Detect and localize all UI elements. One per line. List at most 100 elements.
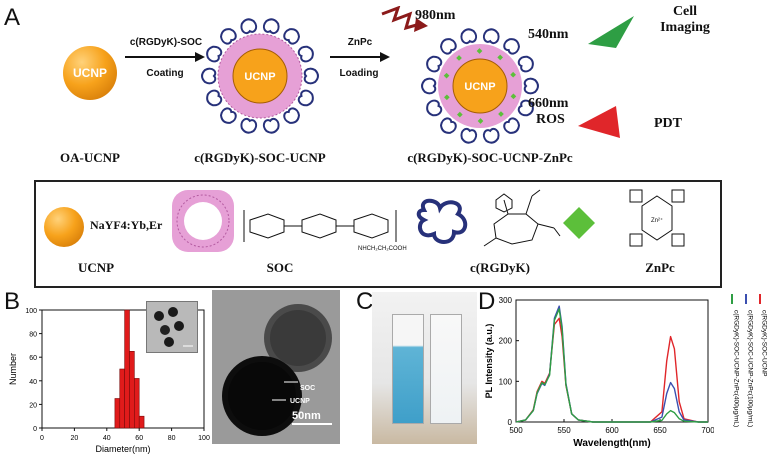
y-tick-label: 80 — [29, 332, 37, 339]
x-tick-label: 80 — [168, 435, 176, 442]
histogram-ylabel: Number — [8, 353, 18, 385]
soc-ucnp-znpc-name: c(RGDyK)-SOC-UCNP-ZnPc — [407, 150, 573, 165]
step1-arrow-icon — [125, 52, 205, 62]
histogram-bar — [134, 378, 140, 429]
histogram-bar — [129, 350, 135, 429]
x-tick-label: 500 — [509, 426, 523, 435]
ligand-loop-icon — [482, 28, 500, 45]
step2-reagent: ZnPc — [347, 37, 373, 48]
clear-cuvette — [430, 314, 462, 424]
ligand-loop-icon — [503, 38, 520, 55]
green-emission-icon — [588, 16, 634, 48]
ros-label: ROS — [536, 112, 565, 127]
y-tick-label: 60 — [29, 355, 37, 362]
cuvette-photo — [372, 292, 477, 444]
histogram-bar — [114, 398, 121, 429]
x-tick-label: 600 — [605, 426, 619, 435]
y-tick-label: 40 — [29, 379, 37, 386]
pl-series-line — [515, 317, 708, 423]
ligand-loop-icon — [297, 89, 314, 107]
histogram-xlabel: Diameter(nm) — [95, 444, 150, 454]
tem-particles — [212, 290, 340, 444]
ligand-loop-icon — [283, 28, 300, 45]
legend-znpc-name: ZnPc — [645, 260, 675, 275]
tem-inset-image — [146, 301, 198, 353]
ligand-loop-icon — [440, 38, 457, 55]
pdt-label: PDT — [654, 116, 682, 131]
emission-660-label: 660nm — [528, 96, 569, 111]
legend-label: c(RGDyK)-SOC-UCNP-ZnPc(400μg/mL) — [733, 310, 740, 427]
tem-image — [212, 290, 340, 444]
y-tick-label: 20 — [29, 402, 37, 409]
panel-label-b: B — [4, 288, 21, 315]
ligand-loop-icon — [240, 18, 258, 35]
pl-legend: c(RGDyK)-SOC-UCNPc(RGDyK)-SOC-UCNP-ZnPc(… — [731, 294, 768, 427]
histogram-bar — [138, 415, 145, 429]
ligand-loop-icon — [440, 117, 457, 134]
step2-arrow-icon — [330, 52, 390, 62]
ligand-loop-icon — [517, 99, 534, 117]
tem-scale-bar-label: 50nm — [292, 410, 321, 422]
component-legend-box — [34, 180, 722, 288]
x-tick-label: 60 — [135, 435, 143, 442]
ligand-loop-icon — [220, 28, 237, 45]
ligand-loop-icon — [262, 117, 280, 134]
ligand-loop-icon — [482, 127, 500, 144]
znpc-structure-icon: Zn²⁺ — [629, 189, 685, 247]
ligand-loop-icon — [220, 107, 237, 124]
histogram-bar — [124, 309, 130, 429]
emission-540-label: 540nm — [528, 27, 569, 42]
y-tick-label: 100 — [25, 308, 37, 315]
pl-series-line — [515, 308, 708, 423]
panel-label-a: A — [4, 4, 21, 31]
legend-soc-name: SOC — [266, 260, 294, 275]
oa-ucnp-particle: UCNP — [63, 46, 117, 100]
blue-cuvette — [392, 314, 424, 424]
panel-label-c: C — [356, 288, 374, 315]
ligand-loop-icon — [283, 107, 300, 124]
histogram-bar — [119, 368, 125, 429]
soc-group-label: NHCH₂CH₂COOH — [358, 246, 407, 252]
y-tick-label: 0 — [33, 426, 37, 433]
x-tick-label: 550 — [557, 426, 571, 435]
ligand-loop-icon — [297, 45, 314, 63]
ligand-loop-icon — [206, 45, 223, 63]
ligand-loop-icon — [460, 127, 478, 144]
y-tick-label: 0 — [508, 418, 513, 427]
zn-label: Zn²⁺ — [651, 217, 663, 224]
ligand-loop-icon — [460, 28, 478, 45]
rgdyk-loop-icon — [416, 198, 468, 244]
red-emission-icon — [578, 106, 620, 138]
core-label: UCNP — [464, 81, 495, 93]
ligand-loop-icon — [503, 117, 520, 134]
znpc-diamond-icon — [476, 48, 483, 54]
ucnp-formula: NaYF4:Yb,Er — [90, 218, 163, 232]
cell-imaging-label: Cell Imaging — [650, 4, 720, 36]
znpc-diamond-icon — [497, 54, 503, 61]
soc-ucnp-name: c(RGDyK)-SOC-UCNP — [194, 150, 326, 165]
ligand-loop-icon — [421, 77, 437, 95]
tem-ucnp-label: UCNP — [290, 398, 310, 405]
cell-imaging-line2: Imaging — [660, 20, 710, 35]
ligand-loop-icon — [262, 18, 280, 35]
legend-label: c(RGDyK)-SOC-UCNP-ZnPc(100μg/mL) — [747, 310, 754, 427]
tem-inset-particles — [154, 307, 193, 347]
pl-series-line — [515, 305, 708, 423]
x-tick-label: 100 — [198, 435, 210, 442]
panel-label-d: D — [478, 288, 496, 315]
ligand-loop-icon — [206, 89, 223, 107]
ligand-loop-icon — [426, 99, 443, 117]
step1-reagent: c(RGDyK)-SOC — [129, 37, 203, 48]
soc-ucnp-znpc-particle: UCNP — [421, 28, 539, 144]
y-tick-label: 300 — [499, 296, 513, 305]
legend-rgdyk-name: c(RGDyK) — [470, 260, 530, 275]
core-label: UCNP — [72, 66, 107, 80]
ligand-loop-icon — [240, 117, 258, 134]
step1-action: Coating — [146, 68, 184, 79]
legend-ucnp-sphere — [44, 207, 84, 247]
step2-action: Loading — [339, 68, 379, 79]
y-tick-label: 100 — [499, 377, 513, 386]
core-label: UCNP — [244, 71, 275, 83]
legend-ucnp-name: UCNP — [77, 260, 115, 275]
